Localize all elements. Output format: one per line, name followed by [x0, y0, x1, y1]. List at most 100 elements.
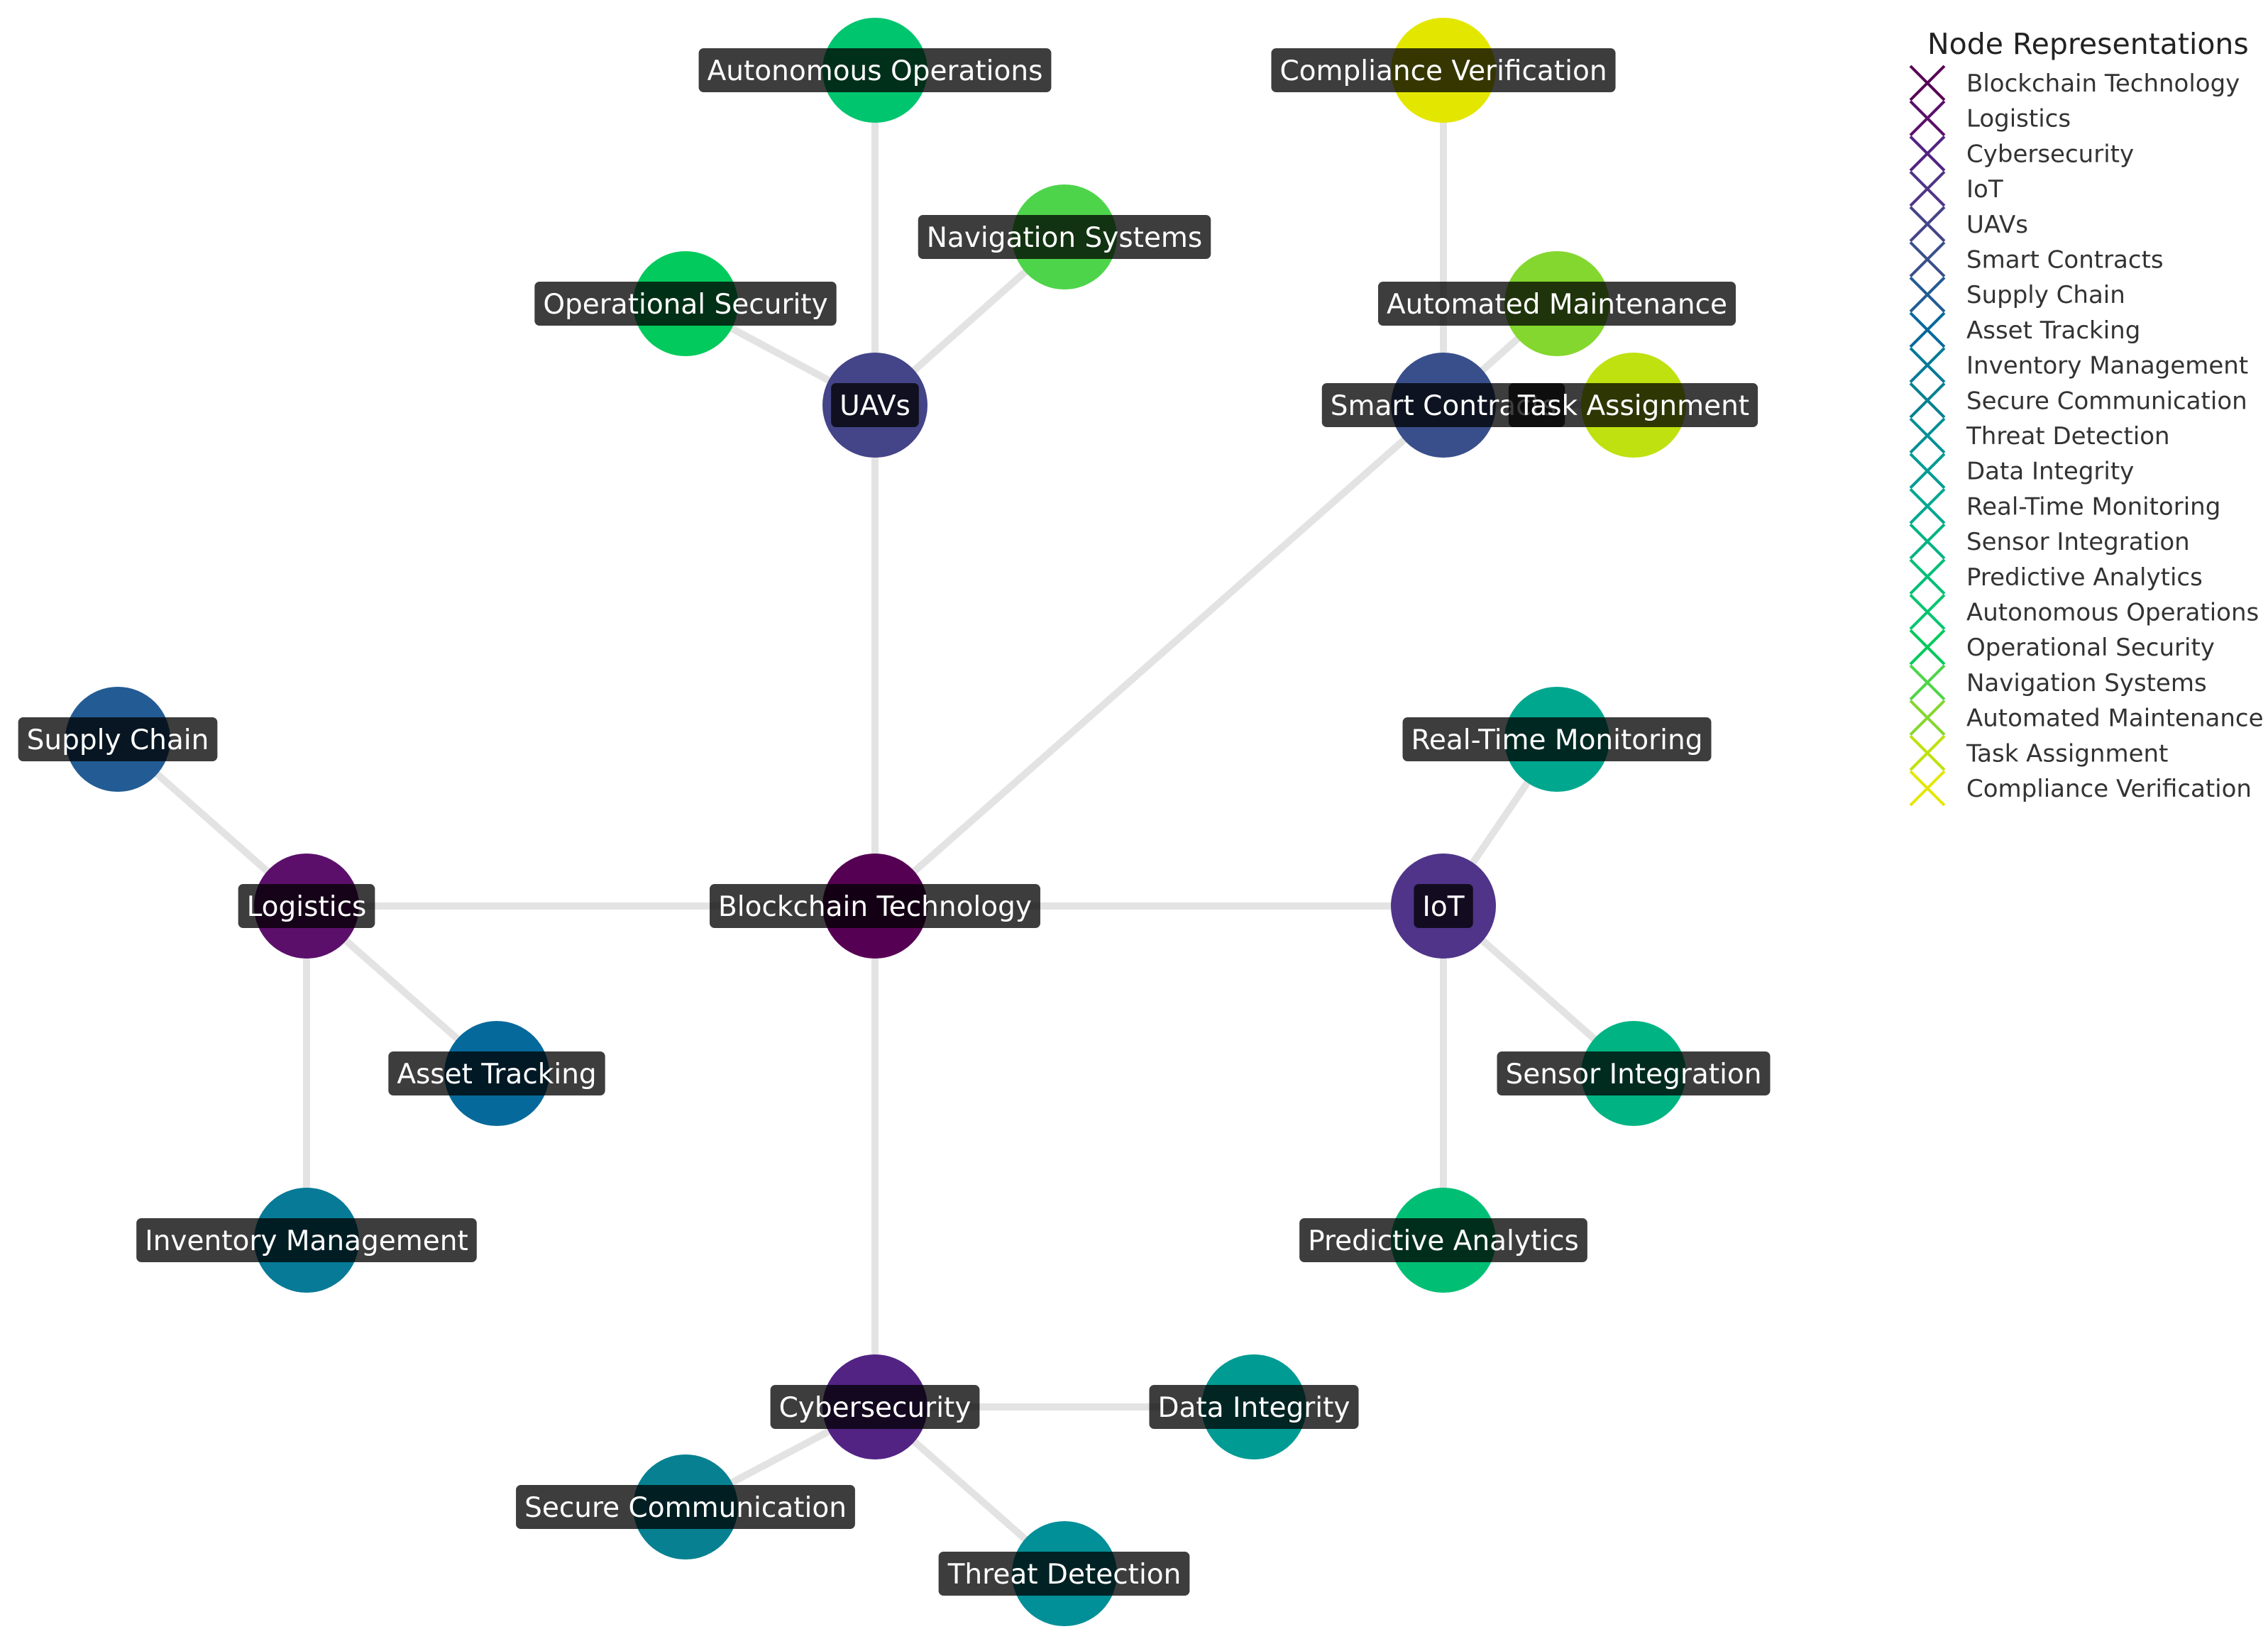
- node-label-logistics: Logistics: [238, 884, 375, 928]
- node-label-autonomous-operations: Autonomous Operations: [698, 48, 1052, 92]
- node-label-smart-contracts: Smart Contracts: [1321, 383, 1565, 427]
- legend-item-label: Predictive Analytics: [1966, 563, 2203, 592]
- node-label-text: Threat Detection: [947, 1559, 1182, 1591]
- legend-item-logistics: Logistics: [1909, 100, 2071, 137]
- x-marker-icon: [1909, 347, 1946, 384]
- node-label-supply-chain: Supply Chain: [18, 717, 218, 761]
- x-marker-icon: [1909, 241, 1946, 277]
- node-label-box: [1497, 1051, 1771, 1095]
- node-label-box: [1508, 383, 1758, 427]
- node-label-automated-maintenance: Automated Maintenance: [1377, 282, 1736, 326]
- legend-item-label: Data Integrity: [1966, 458, 2134, 486]
- node-label-text: IoT: [1422, 891, 1464, 923]
- legend-item-label: Secure Communication: [1966, 387, 2247, 415]
- node-label-text: Task Assignment: [1517, 390, 1749, 422]
- node-label-real-time-monitoring: Real-Time Monitoring: [1402, 717, 1712, 761]
- node-label-asset-tracking: Asset Tracking: [388, 1051, 605, 1095]
- x-marker-icon: [1909, 311, 1946, 348]
- legend-item-label: Threat Detection: [1966, 422, 2170, 451]
- x-marker-icon: [1909, 664, 1946, 701]
- node-label-text: UAVs: [840, 390, 910, 422]
- x-marker-icon: [1909, 523, 1946, 560]
- legend-item-label: Navigation Systems: [1966, 669, 2207, 697]
- legend-item-blockchain-technology: Blockchain Technology: [1909, 65, 2240, 101]
- legend-item-label: Task Assignment: [1966, 739, 2168, 768]
- node-label-compliance-verification: Compliance Verification: [1271, 48, 1616, 92]
- legend-item-label: Blockchain Technology: [1966, 70, 2240, 98]
- node-label-box: [918, 215, 1211, 259]
- legend-item-compliance-verification: Compliance Verification: [1909, 770, 2252, 807]
- node-label-box: [18, 717, 218, 761]
- node-label-box: [1402, 717, 1712, 761]
- node-label-predictive-analytics: Predictive Analytics: [1299, 1218, 1587, 1262]
- node-label-iot: IoT: [1414, 884, 1473, 928]
- x-marker-icon: [1909, 65, 1946, 101]
- node-label-text: Compliance Verification: [1279, 55, 1607, 87]
- node-label-text: Real-Time Monitoring: [1411, 724, 1703, 756]
- legend-item-predictive-analytics: Predictive Analytics: [1909, 558, 2203, 595]
- node-label-text: Sensor Integration: [1506, 1059, 1762, 1090]
- legend-item-label: Automated Maintenance: [1966, 705, 2264, 733]
- legend-item-label: IoT: [1966, 175, 2003, 204]
- node-label-text: Autonomous Operations: [708, 55, 1043, 87]
- node-label-box: [1149, 1385, 1359, 1429]
- x-marker-icon: [1909, 594, 1946, 630]
- node-label-text: Secure Communication: [524, 1492, 847, 1524]
- x-marker-icon: [1909, 629, 1946, 666]
- edge-blockchain-technology-to-smart-contracts: [871, 402, 1447, 910]
- x-marker-icon: [1909, 700, 1946, 736]
- node-label-cybersecurity: Cybersecurity: [770, 1385, 980, 1429]
- x-marker-icon: [1909, 382, 1946, 419]
- x-marker-icon: [1909, 170, 1946, 207]
- legend-item-sensor-integration: Sensor Integration: [1909, 523, 2190, 560]
- node-label-data-integrity: Data Integrity: [1149, 1385, 1359, 1429]
- legend-item-iot: IoT: [1909, 170, 2003, 207]
- node-label-box: [1321, 383, 1565, 427]
- node-label-task-assignment: Task Assignment: [1508, 383, 1758, 427]
- node-label-text: Predictive Analytics: [1308, 1225, 1579, 1257]
- legend-item-real-time-monitoring: Real-Time Monitoring: [1909, 487, 2220, 524]
- node-label-text: Inventory Management: [145, 1225, 468, 1257]
- node-label-box: [698, 48, 1052, 92]
- node-label-box: [1299, 1218, 1587, 1262]
- legend-item-asset-tracking: Asset Tracking: [1909, 311, 2140, 348]
- legend-item-uavs: UAVs: [1909, 206, 2028, 243]
- x-marker-icon: [1909, 770, 1946, 807]
- legend-item-secure-communication: Secure Communication: [1909, 382, 2247, 419]
- node-label-sensor-integration: Sensor Integration: [1497, 1051, 1771, 1095]
- node-label-box: [534, 282, 837, 326]
- node-label-box: [1377, 282, 1736, 326]
- x-marker-icon: [1909, 558, 1946, 595]
- legend-item-label: Logistics: [1966, 105, 2071, 133]
- node-label-text: Cybersecurity: [779, 1392, 971, 1424]
- node-label-secure-communication: Secure Communication: [516, 1485, 855, 1529]
- node-label-box: [831, 383, 919, 427]
- x-marker-icon: [1909, 734, 1946, 771]
- legend-item-smart-contracts: Smart Contracts: [1909, 241, 2164, 277]
- x-marker-icon: [1909, 487, 1946, 524]
- node-label-uavs: UAVs: [831, 383, 919, 427]
- legend-item-label: Sensor Integration: [1966, 528, 2190, 556]
- legend-item-label: Operational Security: [1966, 634, 2215, 662]
- node-label-text: Supply Chain: [27, 724, 209, 756]
- legend-item-label: Real-Time Monitoring: [1966, 492, 2220, 521]
- node-label-box: [770, 1385, 980, 1429]
- x-marker-icon: [1909, 135, 1946, 172]
- node-label-box: [136, 1218, 477, 1262]
- node-label-text: Navigation Systems: [927, 222, 1203, 254]
- node-label-operational-security: Operational Security: [534, 282, 837, 326]
- node-label-box: [388, 1051, 605, 1095]
- node-label-navigation-systems: Navigation Systems: [918, 215, 1211, 259]
- legend-items: Blockchain TechnologyLogisticsCybersecur…: [1909, 65, 2264, 807]
- legend-item-automated-maintenance: Automated Maintenance: [1909, 700, 2264, 736]
- legend-item-inventory-management: Inventory Management: [1909, 347, 2248, 384]
- node-label-box: [1414, 884, 1473, 928]
- legend-item-label: Autonomous Operations: [1966, 599, 2259, 627]
- x-marker-icon: [1909, 417, 1946, 454]
- node-label-box: [938, 1552, 1190, 1596]
- node-label-threat-detection: Threat Detection: [938, 1552, 1190, 1596]
- legend-item-autonomous-operations: Autonomous Operations: [1909, 594, 2259, 630]
- x-marker-icon: [1909, 453, 1946, 490]
- x-marker-icon: [1909, 100, 1946, 137]
